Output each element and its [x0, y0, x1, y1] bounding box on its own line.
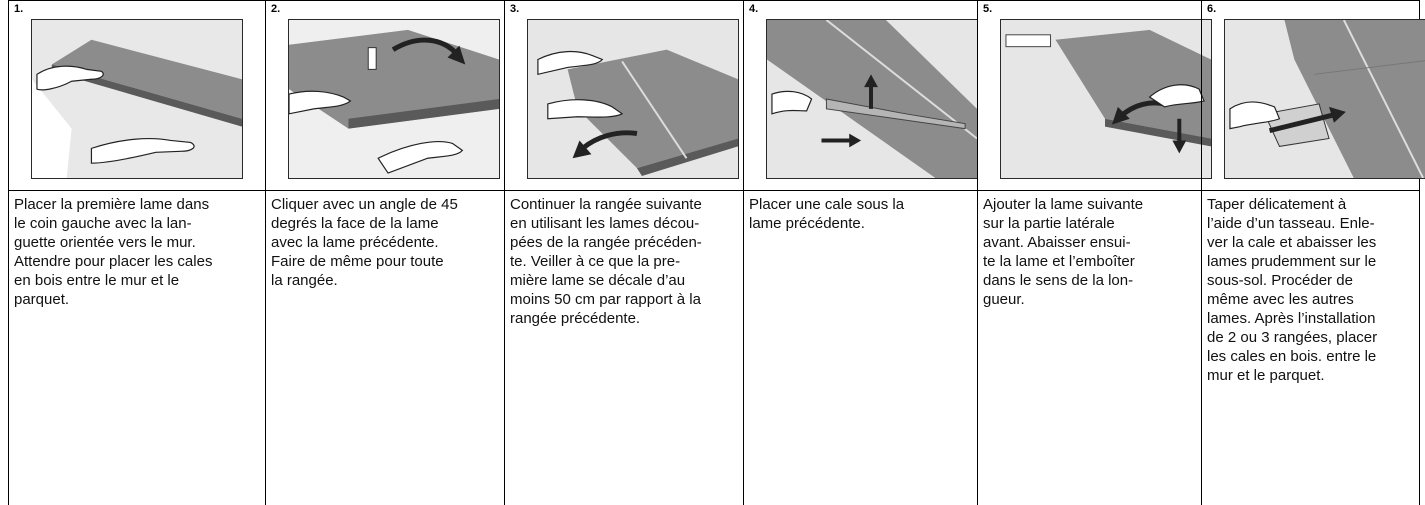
step-3-illustration: [527, 19, 739, 179]
step-5-text: Ajouter la lame suivante sur la partie l…: [983, 196, 1144, 308]
step-3-description: Continuer la rangée suivante en utilisan…: [504, 191, 743, 505]
step-1-header: 1.: [8, 1, 265, 190]
step-4-illustration: [766, 19, 978, 179]
step-4-text: Placer une cale sous la lame précédente.: [749, 196, 905, 232]
step-4-description: Placer une cale sous la lame précédente.: [743, 191, 977, 505]
installation-steps-table: 1. 2.: [8, 0, 1425, 505]
table-top-rule: [8, 0, 1420, 1]
step-2-description: Cliquer avec un angle de 45 degrés la fa…: [265, 191, 504, 505]
step-6-text: Taper délicatement à l’aide d’un tasseau…: [1207, 196, 1378, 384]
step-3-number: 3.: [510, 3, 520, 15]
step-2-illustration: [288, 19, 500, 179]
step-1-description: Placer la première lame dans le coin gau…: [8, 191, 265, 505]
step-4-header: 4.: [743, 1, 978, 190]
step-1-illustration: [31, 19, 243, 179]
step-6-illustration: [1224, 19, 1425, 179]
table-middle-rule: [8, 190, 1420, 191]
step-6-description: Taper délicatement à l’aide d’un tasseau…: [1201, 191, 1420, 505]
step-3-text: Continuer la rangée suivante en utilisan…: [510, 196, 702, 327]
step-3-header: 3.: [504, 1, 743, 190]
step-5-number: 5.: [983, 3, 993, 15]
step-5-description: Ajouter la lame suivante sur la partie l…: [977, 191, 1201, 505]
step-5-illustration: [1000, 19, 1212, 179]
step-2-number: 2.: [271, 3, 281, 15]
step-2-text: Cliquer avec un angle de 45 degrés la fa…: [271, 196, 458, 289]
step-1-number: 1.: [14, 3, 24, 15]
step-2-header: 2.: [265, 1, 504, 190]
step-1-text: Placer la première lame dans le coin gau…: [14, 196, 213, 308]
step-6-number: 6.: [1207, 3, 1217, 15]
step-4-number: 4.: [749, 3, 759, 15]
step-5-header: 5.: [977, 1, 1212, 190]
step-6-header: 6.: [1201, 1, 1425, 190]
